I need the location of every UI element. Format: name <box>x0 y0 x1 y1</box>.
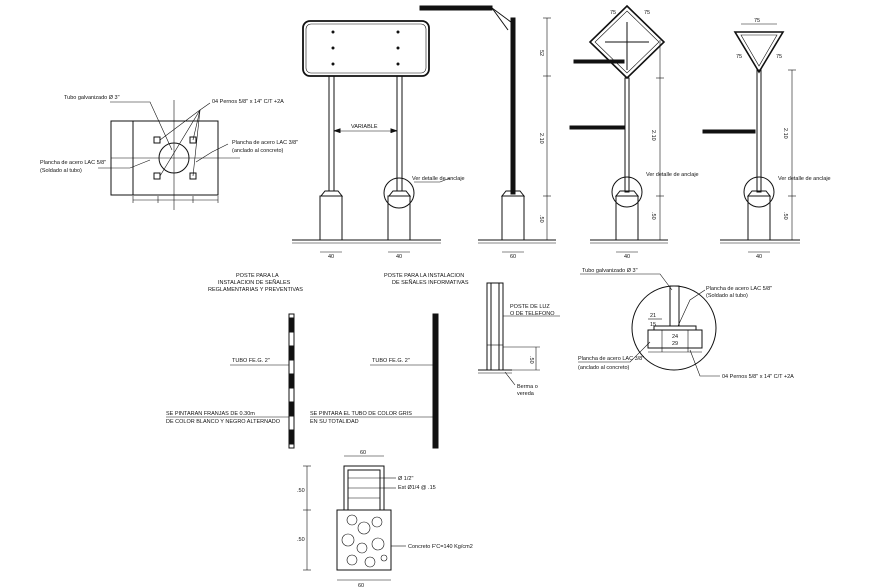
light-post: POSTE DE LUZ O DE TELEFONO .50 Berma o v… <box>478 282 560 397</box>
anchor-plate-top: Plancha de acero LAC 5/8" <box>706 286 772 292</box>
dim-50-a: .50 <box>538 215 544 223</box>
anchor-dim-c: 24 <box>672 334 678 340</box>
sign-panel <box>302 20 430 77</box>
plate-note: (anclado al concreto) <box>232 148 284 154</box>
light-label-1: POSTE DE LUZ <box>510 304 550 310</box>
dim-75-d: 75 <box>736 54 742 60</box>
dim-40-b: 40 <box>396 254 402 260</box>
anchor-detail: 21 15 24 29 Tubo galvanizado Ø 3" Planch… <box>578 268 794 380</box>
anchor-dim-b: 15 <box>650 322 656 328</box>
dim-40-c: 40 <box>624 254 630 260</box>
dim-50-b: .50 <box>650 212 656 220</box>
anchor-plate-bottom: Plancha de acero LAC 3/8" <box>578 356 644 362</box>
tube-section <box>158 142 190 174</box>
anchor-plate-bottom-note: (anclado al concreto) <box>578 365 630 371</box>
triangle-sign <box>733 31 785 74</box>
reg-paint-1: SE PINTARAN FRANJAS DE 0.30m <box>166 411 255 417</box>
bolts-label: 04 Pernos 5/8" x 14" C/T +2A <box>212 99 284 105</box>
dim-210-a: 2.10 <box>538 133 544 144</box>
anchor-detail-circle <box>631 285 717 371</box>
inf-title-1: POSTE PARA LA INSTALACION <box>384 273 464 279</box>
dim-40-a: 40 <box>328 254 334 260</box>
footing-dim-lower: .50 <box>297 537 305 543</box>
light-dim: .50 <box>528 356 534 364</box>
anchor-label-2: Ver detalle de anclaje <box>646 172 699 178</box>
footing-dim-top: 60 <box>360 450 366 456</box>
plate-label: Plancha de acero LAC 3/8" <box>232 140 298 146</box>
dim-75-c: 75 <box>754 18 760 24</box>
informative-post: POSTE PARA LA INSTALACION DE SEÑALES INF… <box>310 273 469 449</box>
reg-paint-2: DE COLOR BLANCO Y NEGRO ALTERNADO <box>166 419 281 425</box>
inf-title-2: DE SEÑALES INFORMATIVAS <box>392 279 469 286</box>
dim-75-b: 75 <box>644 10 650 16</box>
dim-75-a: 75 <box>610 10 616 16</box>
reg-title-2: INSTALACION DE SEÑALES <box>218 279 291 286</box>
stirrup-label: Est Ø1/4 @ .15 <box>398 485 436 491</box>
dim-60: 60 <box>510 254 516 260</box>
dim-52: 52 <box>538 50 544 56</box>
anchor-bolts: 04 Pernos 5/8" x 14" C/T +2A <box>722 374 794 380</box>
anchor-dim-d: 29 <box>672 341 678 347</box>
triangle-sign-elevation: 75 75 75 2.10 .50 Ver detalle de anclaje… <box>702 18 831 260</box>
dim-40-d: 40 <box>756 254 762 260</box>
concrete-label: Concreto F'C=140 Kg/cm2 <box>408 544 473 550</box>
base-plate-detail: Tubo galvanizado Ø 3" 04 Pernos 5/8" x 1… <box>40 95 298 210</box>
sign-edge <box>419 5 493 11</box>
sign-side-elevation: 52 2.10 .50 60 <box>419 5 556 260</box>
dim-75-e: 75 <box>776 54 782 60</box>
inf-paint-1: SE PINTARA EL TUBO DE COLOR GRIS <box>310 411 412 417</box>
dim-210-b: 2.10 <box>650 130 656 141</box>
variable-label: VARIABLE <box>351 124 378 130</box>
berm-2: vereda <box>517 391 535 397</box>
informative-tube <box>432 313 439 449</box>
reg-tube-label: TUBO FE.G. 2" <box>232 358 270 364</box>
anchor-label-3: Ver detalle de anclaje <box>778 176 831 182</box>
inf-tube-label: TUBO FE.G. 2" <box>372 358 410 364</box>
plate-left-note: (Soldado al tubo) <box>40 168 82 174</box>
footing-detail: 60 .50 .50 60 Ø 1/2" Est Ø1/4 @ .15 Conc… <box>297 450 473 588</box>
regulatory-post: POSTE PARA LA INSTALACION DE SEÑALES REG… <box>166 273 303 449</box>
footing-dim-bottom: 60 <box>358 583 364 588</box>
reg-title-3: REGLAMENTARIAS Y PREVENTIVAS <box>208 287 303 293</box>
informative-sign-elevation: VARIABLE 40 40 Ver detalle de anclaje <box>292 20 465 260</box>
tube-label: Tubo galvanizado Ø 3" <box>64 95 120 101</box>
dim-50-c: .50 <box>782 212 788 220</box>
reg-title-1: POSTE PARA LA <box>236 273 279 279</box>
dim-210-c: 2.10 <box>782 128 788 139</box>
light-post-body <box>486 282 504 371</box>
anchor-label-1: Ver detalle de anclaje <box>412 176 465 182</box>
light-label-2: O DE TELEFONO <box>510 311 555 317</box>
rebar-label: Ø 1/2" <box>398 476 413 482</box>
berm-1: Berma o <box>517 384 538 390</box>
anchor-dim-a: 21 <box>650 313 656 319</box>
plate-left-label: Plancha de acero LAC 5/8" <box>40 160 106 166</box>
anchor-plate-top-note: (Soldado al tubo) <box>706 293 748 299</box>
diamond-sign-elevation: 75 75 2.10 .50 Ver detalle de anclaje 40 <box>569 4 699 260</box>
footing-dim-upper: .50 <box>297 488 305 494</box>
inf-paint-2: EN SU TOTALIDAD <box>310 419 359 425</box>
anchor-tube-label: Tubo galvanizado Ø 3" <box>582 268 638 274</box>
